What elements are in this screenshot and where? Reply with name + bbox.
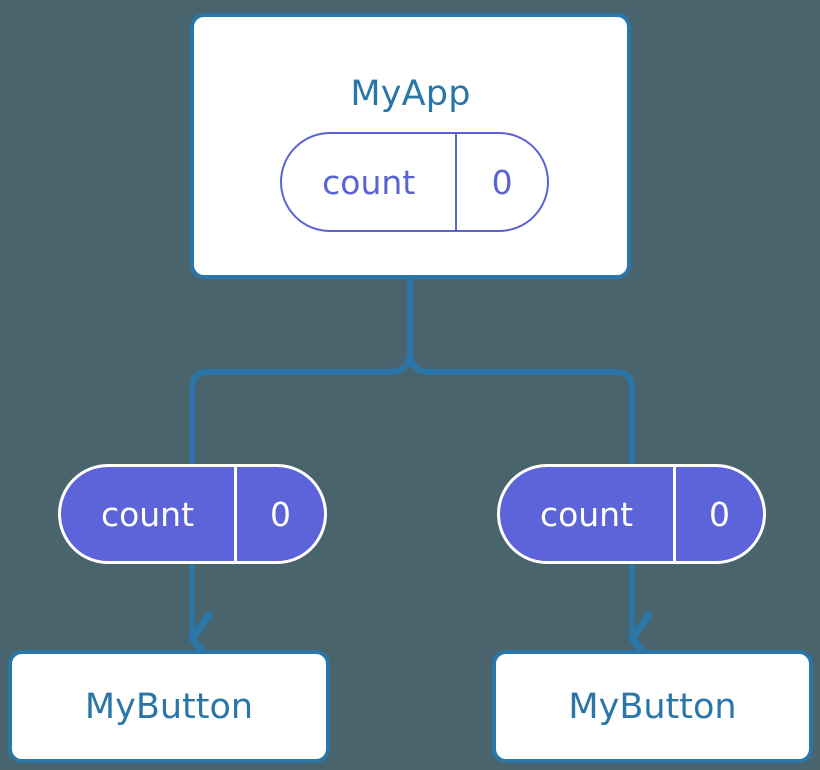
state-value: 0 — [673, 467, 763, 561]
state-name: count — [100, 494, 195, 534]
component-node-mybutton-right[interactable]: MyButton — [492, 650, 813, 763]
component-node-myapp[interactable]: MyApp count 0 — [190, 13, 631, 279]
state-pill-child-left[interactable]: count 0 — [58, 464, 327, 564]
component-node-mybutton-left[interactable]: MyButton — [8, 650, 330, 763]
state-value: 0 — [234, 467, 324, 561]
state-name: count — [322, 162, 416, 202]
component-title-mybutton: MyButton — [84, 686, 254, 727]
state-pill-child-right[interactable]: count 0 — [497, 464, 766, 564]
state-pill-root[interactable]: count 0 — [280, 132, 549, 232]
component-title-myapp: MyApp — [350, 74, 471, 114]
edge-branch-right — [407, 345, 635, 467]
state-value: 0 — [455, 134, 547, 230]
component-title-mybutton: MyButton — [568, 686, 737, 727]
edge-branch-left — [189, 345, 413, 467]
state-name: count — [539, 494, 634, 534]
